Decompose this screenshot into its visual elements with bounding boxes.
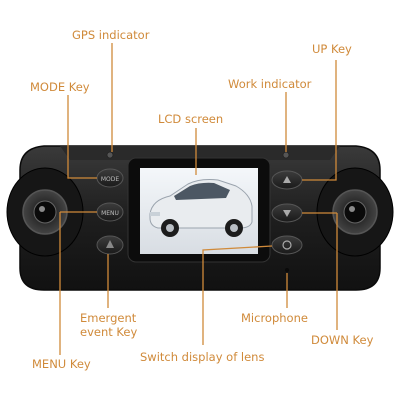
menu-button-label: MENU [101, 210, 119, 217]
lcd-screen-label: LCD screen [158, 112, 224, 126]
emergent-event-key-line2: event Key [80, 325, 138, 339]
car-image [149, 179, 253, 237]
switch-display-label: Switch display of lens [140, 350, 265, 364]
menu-button[interactable]: MENU [96, 202, 124, 222]
mode-button-label: MODE [101, 176, 120, 183]
right-lens [316, 167, 394, 257]
down-button[interactable] [271, 203, 303, 223]
emergency-icon [106, 240, 114, 248]
leader-lines [59, 43, 338, 355]
lens-switch-icon [282, 240, 292, 250]
lens-switch-button[interactable] [271, 235, 303, 255]
gps-indicator-led [106, 151, 114, 159]
emergent-event-key-line1: Emergent [80, 311, 137, 325]
up-key-label: UP Key [312, 42, 352, 56]
mode-key-label: MODE Key [30, 80, 90, 94]
work-indicator-label: Work indicator [228, 77, 312, 91]
gps-indicator-label: GPS indicator [72, 28, 150, 42]
down-arrow-icon [283, 210, 291, 217]
up-arrow-icon [283, 176, 291, 183]
microphone-hole [285, 268, 289, 272]
down-key-label: DOWN Key [311, 333, 374, 347]
mode-button[interactable]: MODE [96, 168, 124, 188]
emergent-event-key-label: Emergent event Key [80, 311, 137, 339]
menu-key-label: MENU Key [32, 357, 91, 371]
left-lens [6, 167, 84, 257]
microphone-label: Microphone [241, 311, 308, 325]
lcd-screen [140, 168, 258, 254]
up-button[interactable] [271, 170, 303, 190]
work-indicator-led [282, 151, 290, 159]
emergent-event-button[interactable] [96, 235, 124, 255]
